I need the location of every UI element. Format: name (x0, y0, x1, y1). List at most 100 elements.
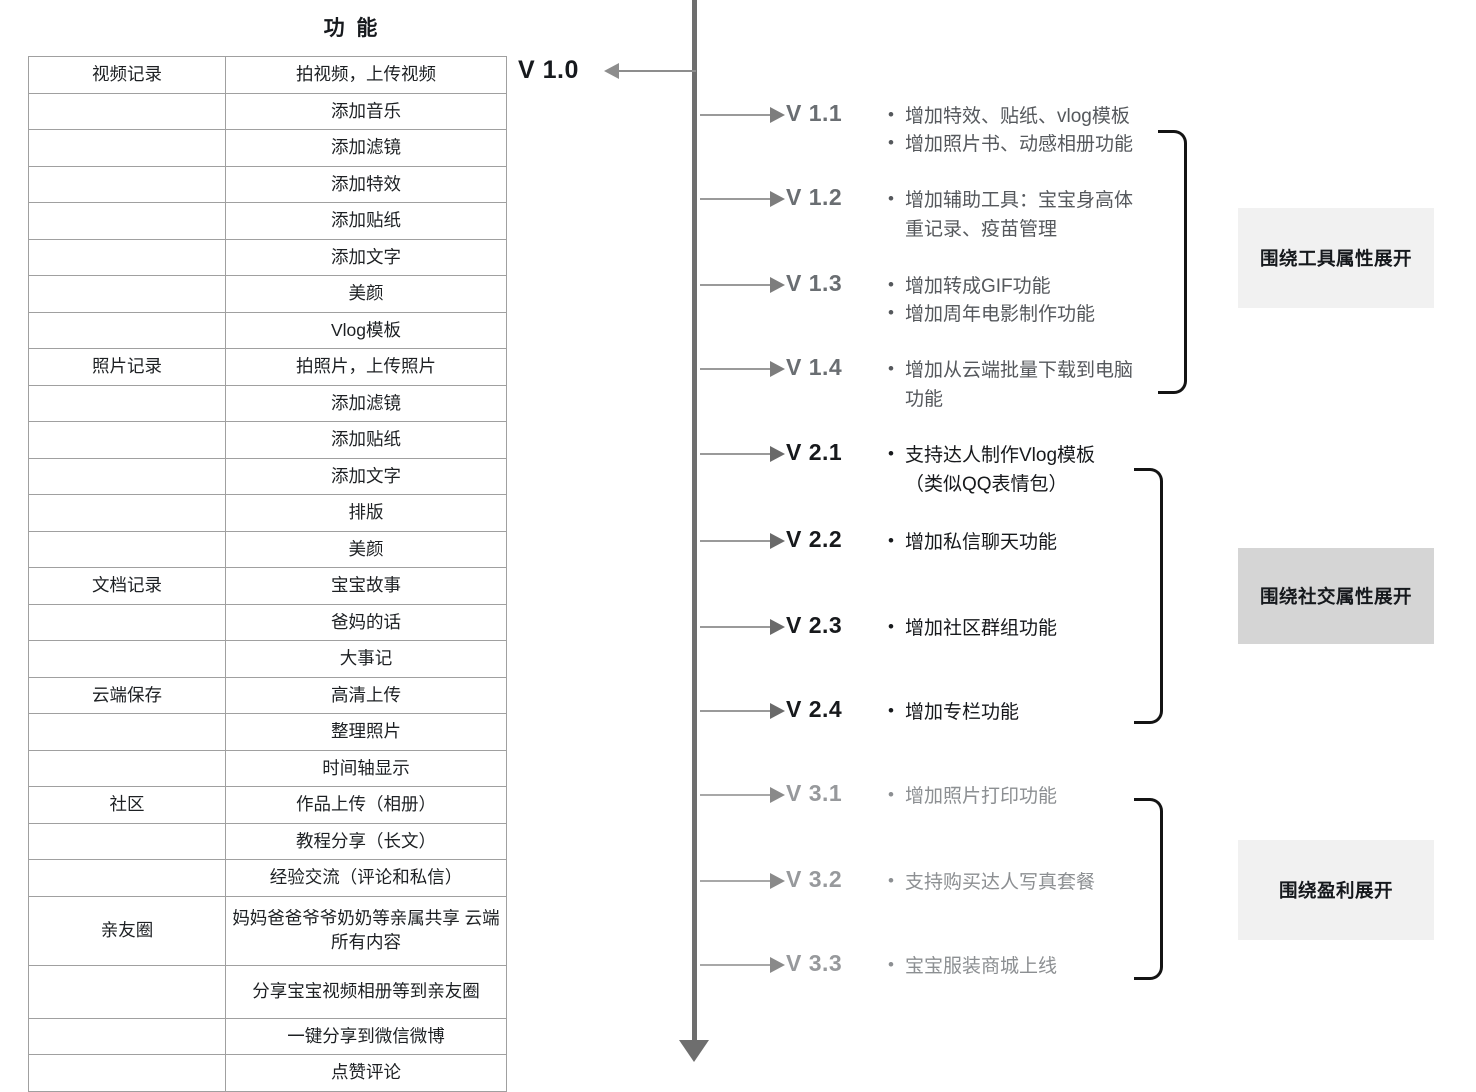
table-row: 添加特效 (28, 165, 507, 203)
version-items: 增加私信聊天功能 (888, 528, 1057, 558)
table-row: 添加滤镜 (28, 384, 507, 422)
table-cell-category (28, 603, 226, 641)
table-cell-feature: 大事记 (225, 640, 507, 678)
table-cell-feature: 添加滤镜 (225, 129, 507, 167)
table-row: 教程分享（长文） (28, 822, 507, 860)
table-cell-feature: 添加贴纸 (225, 202, 507, 240)
table-row: 美颜 (28, 530, 507, 568)
arrow-right-icon (770, 619, 785, 635)
group-bracket (1158, 130, 1187, 394)
table-cell-category (28, 92, 226, 130)
version-connector (700, 104, 786, 126)
version-item: 增加照片书、动感相册功能 (888, 130, 1133, 160)
version-row: V 3.2支持购买达人写真套餐 (700, 866, 1095, 898)
table-row: 添加滤镜 (28, 129, 507, 167)
table-cell-feature: 美颜 (225, 530, 507, 568)
table-cell-feature: 美颜 (225, 275, 507, 313)
arrow-right-icon (770, 277, 785, 293)
version-connector (700, 274, 786, 296)
version-item: 增加辅助工具：宝宝身高体 重记录、疫苗管理 (888, 186, 1133, 245)
version-connector-line (700, 964, 772, 966)
version-row: V 1.4增加从云端批量下载到电脑 功能 (700, 354, 1133, 415)
page-title: 功 能 (323, 17, 381, 40)
version-label: V 2.3 (786, 612, 843, 638)
table-cell-feature: 分享宝宝视频相册等到亲友圈 (225, 964, 507, 1019)
table-row: 添加文字 (28, 238, 507, 276)
version-label: V 3.1 (786, 780, 843, 806)
table-cell-category (28, 311, 226, 349)
version-items: 增加专栏功能 (888, 698, 1019, 728)
table-cell-feature: 爸妈的话 (225, 603, 507, 641)
version-items: 增加辅助工具：宝宝身高体 重记录、疫苗管理 (888, 186, 1133, 245)
table-row: 点赞评论 (28, 1054, 507, 1092)
group-label-box: 围绕社交属性展开 (1238, 548, 1434, 644)
version-row: V 1.3增加转成GIF功能增加周年电影制作功能 (700, 270, 1095, 330)
table-cell-category (28, 494, 226, 532)
table-cell-feature: 添加文字 (225, 457, 507, 495)
version-items: 增加从云端批量下载到电脑 功能 (888, 356, 1133, 415)
table-row: 大事记 (28, 640, 507, 678)
version-connector (700, 616, 786, 638)
table-cell-category (28, 165, 226, 203)
table-cell-category (28, 275, 226, 313)
table-row: 排版 (28, 494, 507, 532)
version-connector-line (700, 198, 772, 200)
table-cell-feature: 作品上传（相册） (225, 786, 507, 824)
group-bracket (1134, 798, 1163, 980)
table-cell-category (28, 238, 226, 276)
table-cell-feature: 添加贴纸 (225, 421, 507, 459)
version-label: V 3.3 (786, 950, 843, 976)
root-version-connector (618, 70, 696, 72)
table-cell-category (28, 457, 226, 495)
arrow-right-icon (770, 703, 785, 719)
version-item: 增加特效、贴纸、vlog模板 (888, 102, 1133, 132)
arrow-right-icon (770, 533, 785, 549)
version-row: V 2.2增加私信聊天功能 (700, 526, 1057, 558)
table-row: 整理照片 (28, 713, 507, 751)
table-row: 添加音乐 (28, 92, 507, 130)
version-connector-line (700, 114, 772, 116)
table-cell-feature: 点赞评论 (225, 1054, 507, 1092)
version-item: 宝宝服装商城上线 (888, 952, 1057, 982)
version-row: V 2.3 增加社区群组功能 (700, 612, 1057, 644)
version-items: 增加照片打印功能 (888, 782, 1057, 812)
version-item: 增加私信聊天功能 (888, 528, 1057, 558)
arrow-right-icon (770, 191, 785, 207)
table-row: 添加贴纸 (28, 421, 507, 459)
version-row: V 1.2增加辅助工具：宝宝身高体 重记录、疫苗管理 (700, 184, 1133, 245)
table-row: 一键分享到微信微博 (28, 1017, 507, 1055)
version-row: V 1.1增加特效、贴纸、vlog模板增加照片书、动感相册功能 (700, 100, 1133, 160)
table-row: 文档记录宝宝故事 (28, 567, 507, 605)
version-item: 增加社区群组功能 (888, 614, 1057, 644)
table-cell-category: 亲友圈 (28, 895, 226, 966)
table-row: 照片记录拍照片，上传照片 (28, 348, 507, 386)
table-cell-feature: 添加音乐 (225, 92, 507, 130)
table-cell-category (28, 964, 226, 1019)
arrow-right-icon (770, 107, 785, 123)
group-label-box: 围绕盈利展开 (1238, 840, 1434, 940)
version-items: 增加特效、贴纸、vlog模板增加照片书、动感相册功能 (888, 102, 1133, 160)
table-row: Vlog模板 (28, 311, 507, 349)
version-row: V 3.3 宝宝服装商城上线 (700, 950, 1057, 982)
table-row: 美颜 (28, 275, 507, 313)
version-connector (700, 784, 786, 806)
table-cell-category (28, 1017, 226, 1055)
table-cell-category: 文档记录 (28, 567, 226, 605)
version-item: 增加转成GIF功能 (888, 272, 1095, 302)
version-row: V 2.1支持达人制作Vlog模板 （类似QQ表情包） (700, 439, 1095, 500)
version-connector-line (700, 368, 772, 370)
arrow-right-icon (770, 446, 785, 462)
version-items: 增加社区群组功能 (888, 614, 1057, 644)
version-item: 支持达人制作Vlog模板 （类似QQ表情包） (888, 441, 1095, 500)
version-connector (700, 358, 786, 380)
table-cell-feature: 排版 (225, 494, 507, 532)
table-cell-category (28, 1054, 226, 1092)
table-row: 经验交流（评论和私信） (28, 859, 507, 897)
table-cell-category (28, 421, 226, 459)
version-items: 宝宝服装商城上线 (888, 952, 1057, 982)
table-cell-category (28, 129, 226, 167)
version-items: 增加转成GIF功能增加周年电影制作功能 (888, 272, 1095, 330)
table-row: 添加文字 (28, 457, 507, 495)
version-connector (700, 700, 786, 722)
